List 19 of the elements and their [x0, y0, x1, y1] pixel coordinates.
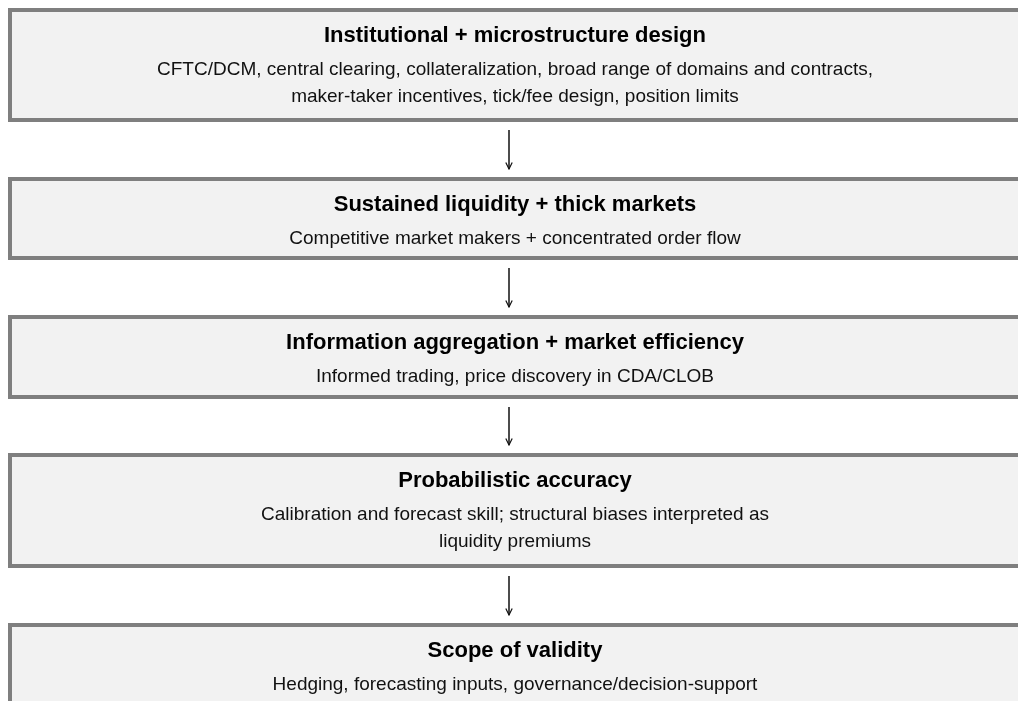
process-box — [8, 623, 1018, 701]
box-description: CFTC/DCM, central clearing, collateralization, broad range of domains and contracts, maker-taker incentives, tick/fee design, position limits — [156, 57, 874, 108]
box-title: Institutional + microstructure design — [324, 22, 706, 48]
arrow — [505, 575, 513, 616]
arrow — [505, 129, 513, 170]
process-box — [8, 8, 1018, 122]
process-box — [8, 177, 1018, 260]
arrow — [505, 267, 513, 308]
process-box — [8, 315, 1018, 399]
box-description: Informed trading, price discovery in CDA/CLOB — [315, 364, 715, 388]
box-description: Hedging, forecasting inputs, governance/decision-support — [272, 672, 758, 696]
box-description: Calibration and forecast skill; structural biases interpreted as liquidity premiums — [260, 502, 770, 553]
arrow — [505, 406, 513, 446]
box-title: Sustained liquidity + thick markets — [333, 191, 697, 217]
box-title: Probabilistic accuracy — [398, 467, 632, 493]
box-title: Information aggregation + market efficiency — [286, 329, 744, 355]
process-box — [8, 453, 1018, 568]
box-title: Scope of validity — [427, 637, 603, 663]
box-description: Competitive market makers + concentrated order flow — [289, 226, 741, 250]
